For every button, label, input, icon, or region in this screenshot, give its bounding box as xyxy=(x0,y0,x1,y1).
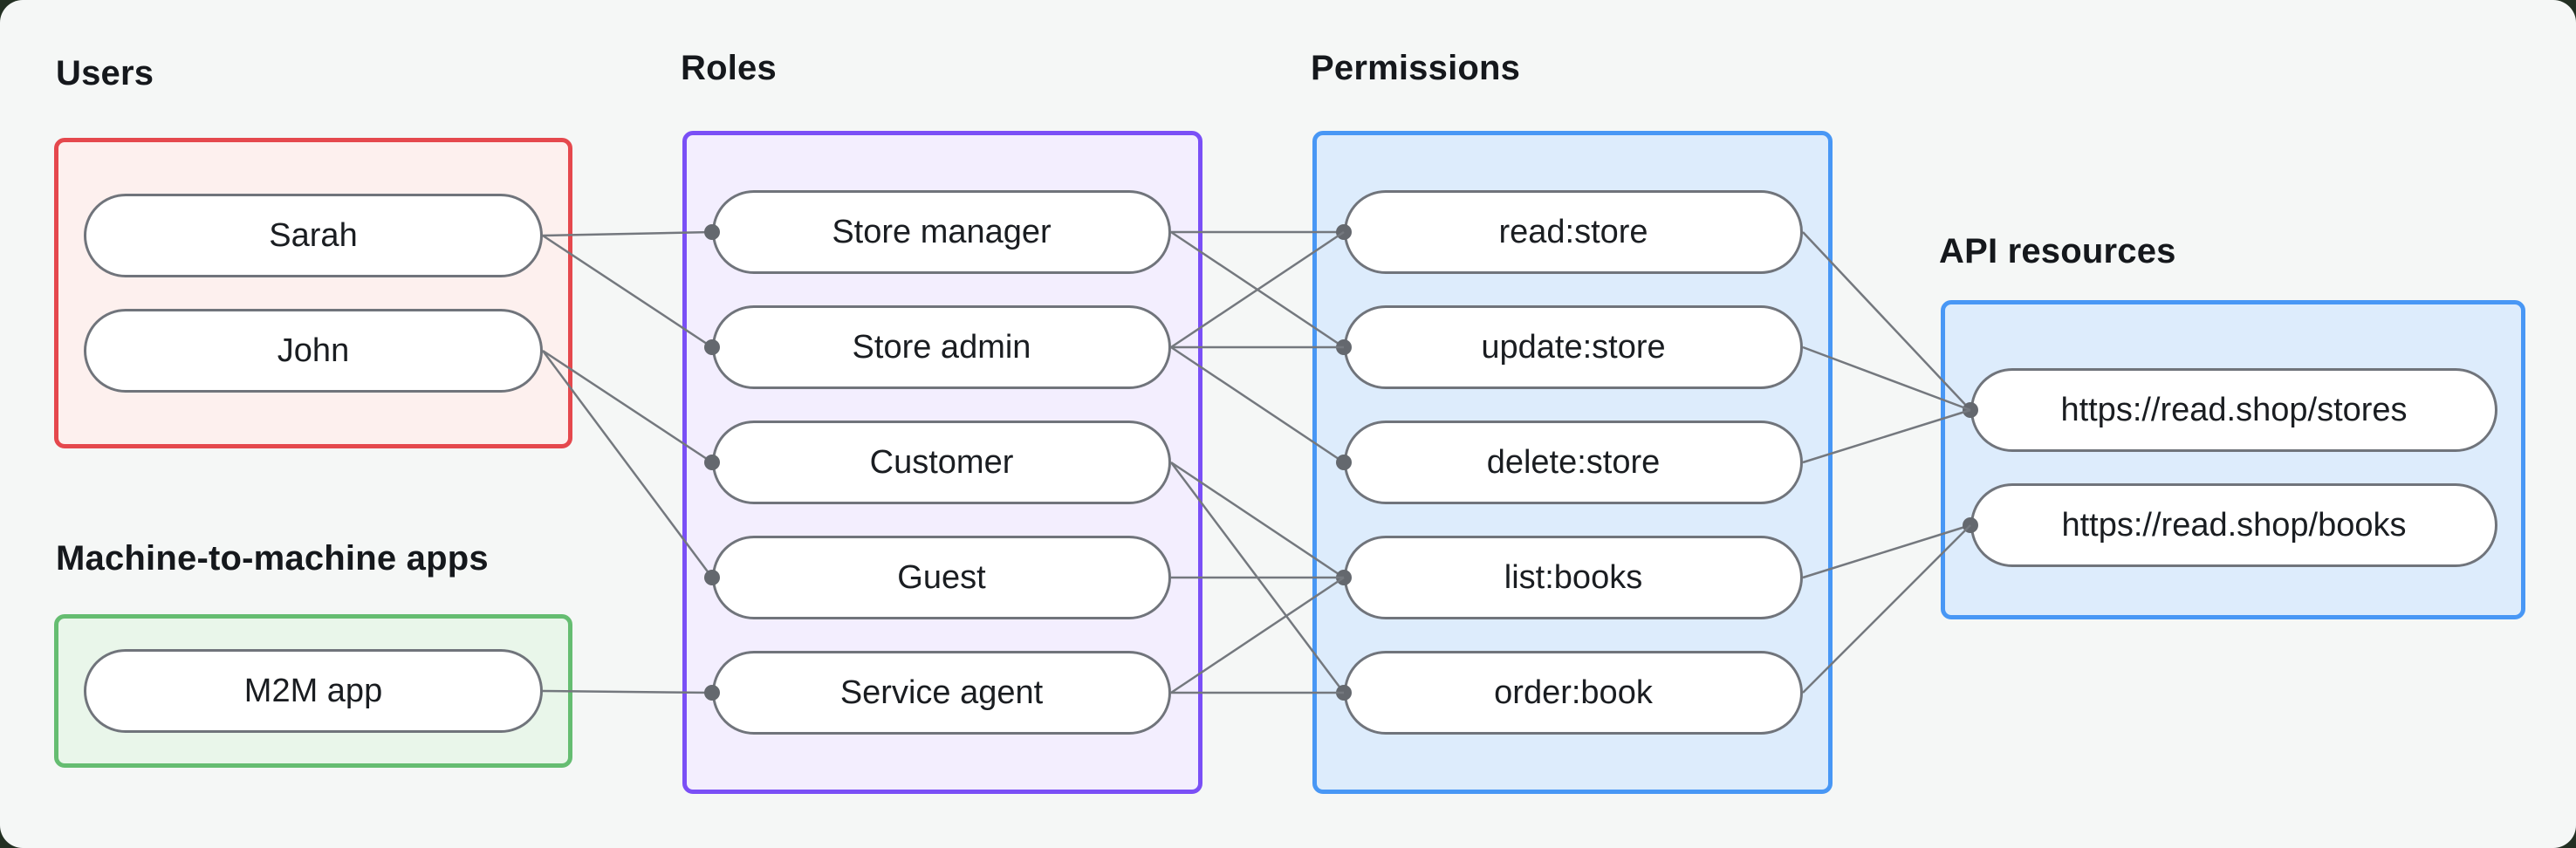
node-pill-service-agent: Service agent xyxy=(712,651,1171,735)
node-pill-guest: Guest xyxy=(712,536,1171,619)
node-pill-customer: Customer xyxy=(712,421,1171,504)
node-pill-store-admin: Store admin xyxy=(712,305,1171,389)
section-label-permissions: Permissions xyxy=(1311,49,1521,87)
section-label-m2m-apps: Machine-to-machine apps xyxy=(56,539,489,578)
node-pill-update-store: update:store xyxy=(1344,305,1803,389)
section-label-users: Users xyxy=(56,54,154,92)
node-pill-read-store: read:store xyxy=(1344,190,1803,274)
node-pill-m2m-app: M2M app xyxy=(84,649,543,733)
node-pill-delete-store: delete:store xyxy=(1344,421,1803,504)
node-pill-list-books: list:books xyxy=(1344,536,1803,619)
node-pill-api-books: https://read.shop/books xyxy=(1970,483,2497,567)
section-label-roles: Roles xyxy=(681,49,777,87)
section-label-api-resources: API resources xyxy=(1939,232,2176,270)
node-pill-api-stores: https://read.shop/stores xyxy=(1970,368,2497,452)
section-box-users xyxy=(54,138,572,448)
node-pill-order-book: order:book xyxy=(1344,651,1803,735)
node-pill-store-manager: Store manager xyxy=(712,190,1171,274)
node-pill-sarah: Sarah xyxy=(84,194,543,277)
section-box-api-resources xyxy=(1941,300,2525,619)
node-pill-john: John xyxy=(84,309,543,393)
